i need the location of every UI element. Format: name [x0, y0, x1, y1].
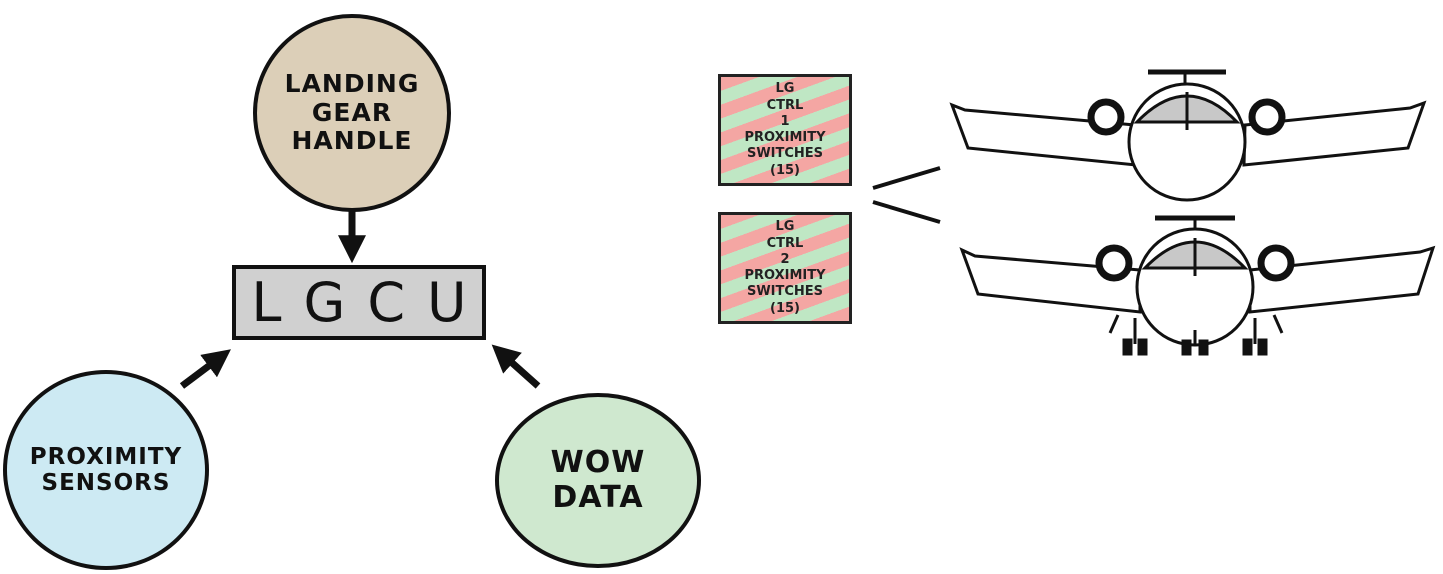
- wow-data-label: WOW Data: [550, 445, 646, 515]
- proximity-sensors-node: Proximity Sensors: [3, 370, 209, 570]
- lg-ctrl-2-label: LG CTRL 2 Proximity Switches (15): [744, 219, 826, 316]
- arrow-proximity-to-lgcu: [179, 349, 231, 389]
- pointer-line-upper: [872, 166, 941, 190]
- lgcu-label: LGCU: [251, 271, 489, 334]
- wow-data-node: WOW Data: [495, 393, 701, 568]
- lg-ctrl-2-box: LG CTRL 2 Proximity Switches (15): [718, 212, 852, 324]
- lg-ctrl-1-label: LG CTRL 1 Proximity Switches (15): [744, 81, 826, 178]
- lg-ctrl-1-box: LG CTRL 1 Proximity Switches (15): [718, 74, 852, 186]
- arrow-wow-to-lgcu: [491, 344, 541, 389]
- landing-gear-handle-label: Landing gear Handle: [284, 68, 420, 156]
- aircraft-front-gear-up-icon: [949, 69, 1427, 202]
- aircraft-front-gear-down-icon: [959, 215, 1436, 356]
- proximity-sensors-label: Proximity Sensors: [29, 443, 183, 496]
- pointer-line-lower: [872, 200, 941, 224]
- landing-gear-handle-node: Landing gear Handle: [253, 14, 451, 212]
- lgcu-box: LGCU: [232, 265, 486, 340]
